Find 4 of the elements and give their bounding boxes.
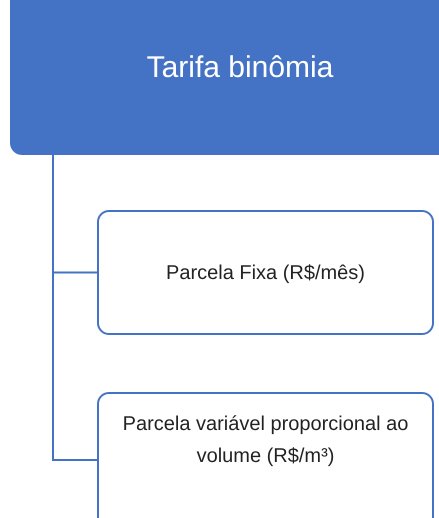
title-box: Tarifa binômia [10, 0, 439, 155]
process-box: Parcela variável proporcional ao volume (R$/m³) [97, 392, 434, 518]
process-box: Parcela Fixa (R$/mês) [97, 210, 434, 335]
connector-line [52, 155, 97, 461]
